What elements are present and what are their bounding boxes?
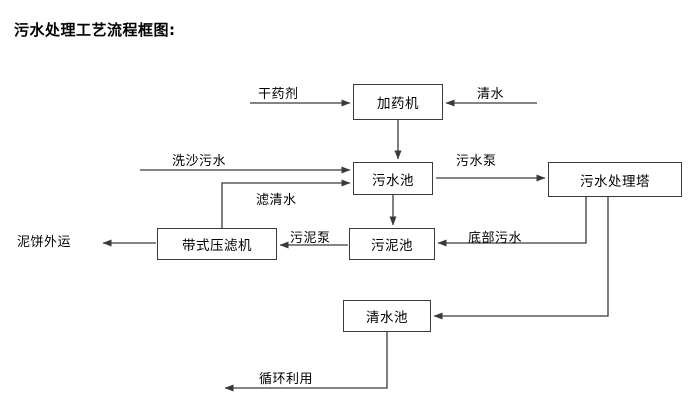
edge-filtered-water-to-wastewater-pool [221, 179, 351, 228]
io-label-mud-cake-transport-out: 泥饼外运 [17, 235, 72, 250]
edge-label-bottom-wastewater: 底部污水 [468, 231, 523, 246]
node-dosing-machine[interactable]: 加药机 [353, 84, 443, 120]
edge-tower-to-clear-water-pool [433, 197, 609, 320]
edge-tower-bottom-wastewater-to-sludge-pool [437, 197, 587, 247]
node-sludge-pool[interactable]: 污泥池 [349, 228, 435, 260]
page-title: 污水处理工艺流程框图: [14, 21, 176, 39]
node-label: 清水池 [366, 310, 408, 326]
node-belt-filter-press[interactable]: 带式压滤机 [157, 228, 277, 260]
node-wastewater-pool[interactable]: 污水池 [353, 162, 433, 195]
edge-label-sludge-pump: 污泥泵 [290, 231, 331, 246]
edge-label-wastewater-pump: 污水泵 [456, 154, 497, 169]
edge-clear-water-pool-to-recycling [224, 332, 388, 392]
node-label: 污水处理塔 [580, 173, 650, 190]
node-label: 污水池 [372, 172, 414, 189]
edge-label-filtered-clear-water: 滤清水 [256, 193, 297, 208]
node-label: 加药机 [377, 96, 419, 112]
io-label-clean-water-input: 清水 [477, 87, 505, 102]
io-label-sand-wash-wastewater: 洗沙污水 [172, 154, 227, 169]
node-label: 污泥池 [371, 238, 413, 254]
io-label-dry-chemical: 干药剂 [258, 87, 299, 102]
node-label: 带式压滤机 [182, 238, 252, 254]
node-treatment-tower[interactable]: 污水处理塔 [548, 162, 682, 197]
edge-label-recycling-reuse: 循环利用 [259, 372, 314, 387]
node-clear-water-pool[interactable]: 清水池 [343, 300, 431, 332]
